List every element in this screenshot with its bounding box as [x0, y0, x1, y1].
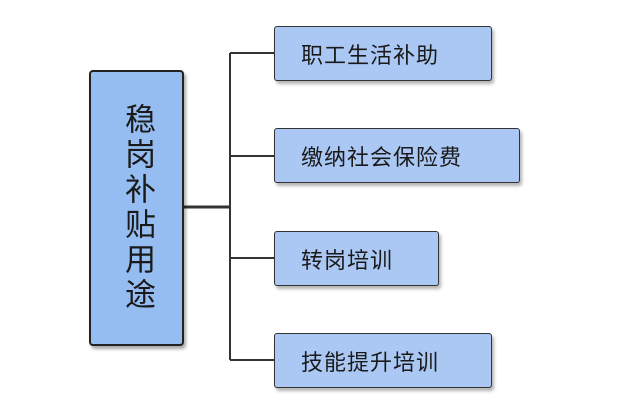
child-node-label: 职工生活补助 [301, 43, 440, 69]
child-node-social-insurance: 缴纳社会保险费 [274, 128, 520, 183]
root-node-label: 稳岗补贴用途 [119, 103, 155, 313]
child-node-job-transfer-training: 转岗培训 [274, 231, 439, 286]
child-node-living-subsidy: 职工生活补助 [274, 26, 492, 81]
child-node-label: 缴纳社会保险费 [301, 145, 463, 171]
child-node-label: 转岗培训 [301, 248, 394, 274]
child-node-skill-training: 技能提升培训 [274, 333, 492, 388]
root-node: 稳岗补贴用途 [89, 70, 184, 346]
child-node-label: 技能提升培训 [301, 350, 440, 376]
